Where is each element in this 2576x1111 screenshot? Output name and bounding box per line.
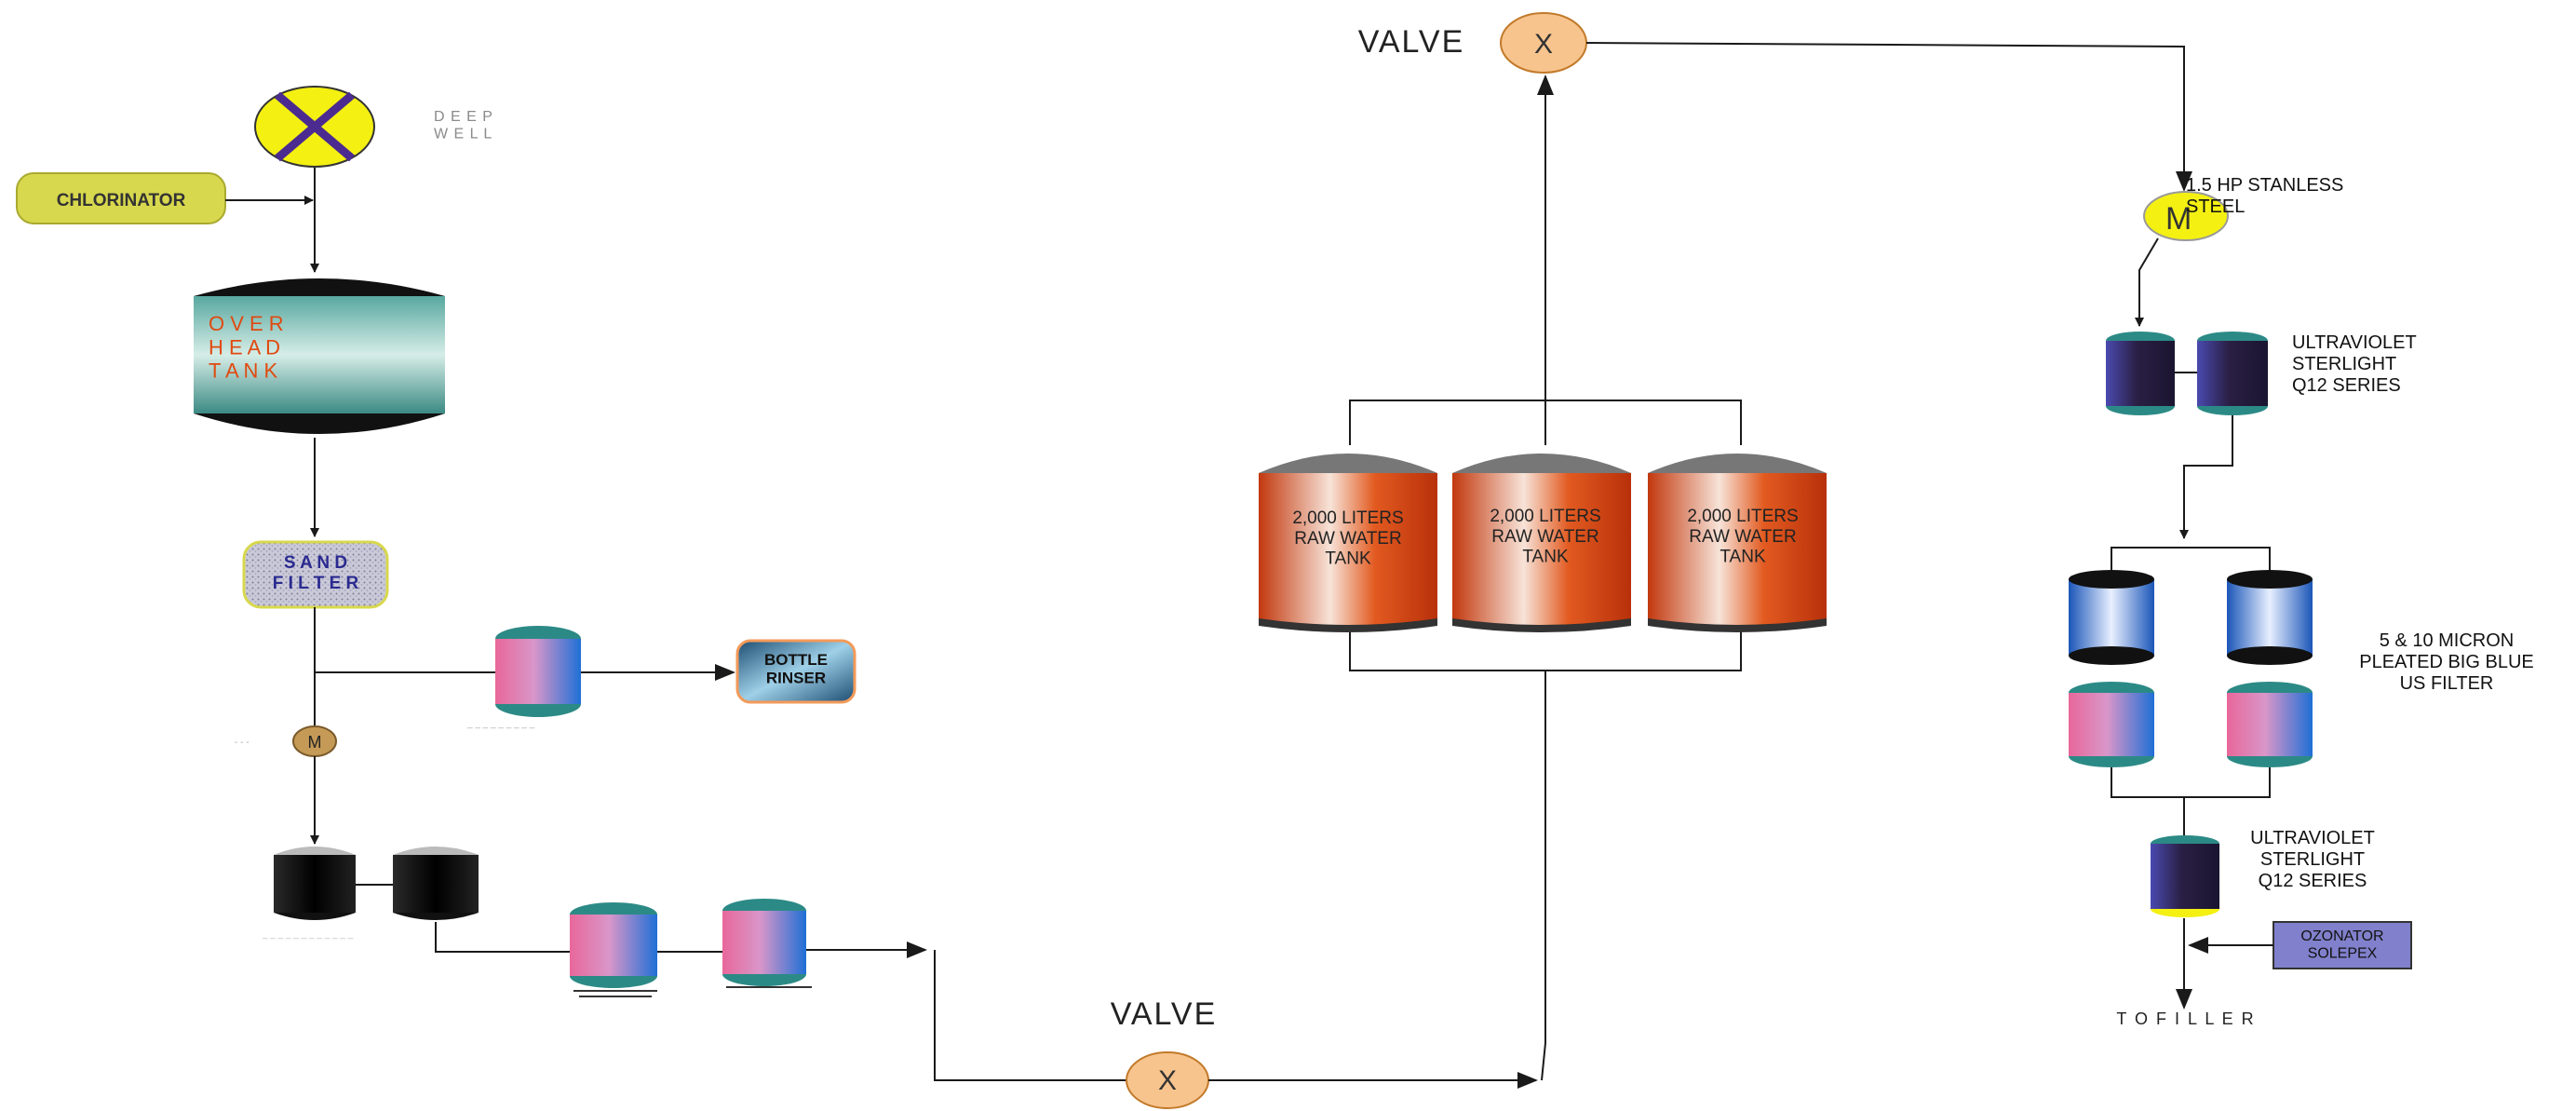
rinse-cartridge-caption: _ _ _ _ _ _ _ _ _ [466, 719, 535, 729]
pipe-pump-to-uv [2135, 237, 2159, 327]
pump-motor [2143, 191, 2229, 241]
raw-water-tank-2 [1452, 454, 1631, 632]
micron-filter-pink-1 [2069, 682, 2154, 767]
valve-bottom-symbol: X [1158, 1065, 1177, 1096]
valve-bottom-label: VALVE [1111, 996, 1218, 1032]
deep-well [254, 86, 375, 168]
rinse-cartridge [495, 626, 581, 717]
pipe-to-bottom-valve [934, 950, 1126, 1081]
pipe-to-cartridges [435, 922, 570, 953]
filter-bank-bottom-manifold [2111, 767, 2271, 798]
pressure-tank-1 [274, 847, 356, 920]
raw-water-tank-1 [1259, 454, 1437, 632]
overhead-tank [194, 278, 445, 434]
bottle-rinser [735, 639, 856, 704]
uv-sterilizer-bottom [2151, 835, 2219, 917]
pipe-uv-to-filters [2179, 415, 2233, 539]
raw-tank-bottom-manifold [1349, 626, 1742, 671]
pump-motor-symbol: M [2165, 201, 2192, 237]
micron-filter-blue-2 [2227, 570, 2313, 665]
micron-filter-pink-2 [2227, 682, 2313, 767]
raw-water-tank-3 [1648, 454, 1827, 632]
pipe-up-to-raw-tanks [1541, 671, 1546, 1081]
pipe-valve-to-pump [1585, 42, 2192, 192]
uv-sterilizer-1 [2106, 332, 2175, 415]
valve-top-symbol: X [1534, 29, 1553, 60]
pressure-tanks-caption: _ _ _ _ _ _ _ _ _ _ _ _ [262, 929, 354, 940]
ozonator [2273, 921, 2412, 969]
cartridge-filter-1 [570, 902, 657, 997]
pressure-tank-2 [393, 847, 479, 920]
valve-top-label: VALVE [1358, 24, 1465, 60]
cartridge-filter-2 [722, 899, 812, 988]
to-filler-label: T O F I L L E R [2116, 1009, 2255, 1028]
micron-filter-blue-1 [2069, 570, 2154, 665]
chlorinator [16, 172, 226, 224]
small-motor-caption: - - - [235, 738, 250, 748]
chlorinator-label: CHLORINATOR [57, 191, 186, 210]
filter-bank-top-manifold [2111, 547, 2271, 574]
small-motor-label: M [308, 733, 322, 752]
uv-sterilizer-2 [2197, 332, 2268, 415]
